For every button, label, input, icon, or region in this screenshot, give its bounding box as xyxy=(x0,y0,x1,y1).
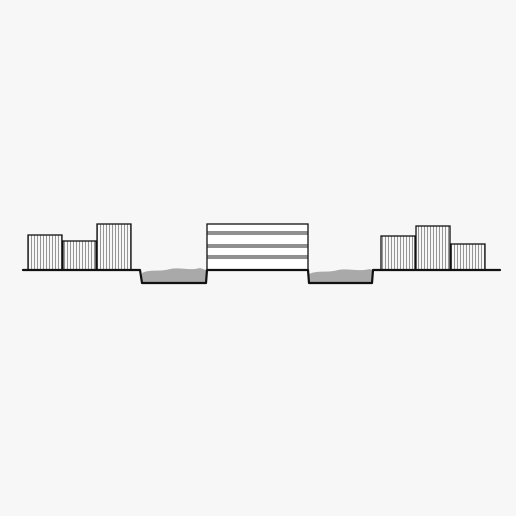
building-left-3 xyxy=(96,223,132,271)
building-right-1 xyxy=(380,235,416,271)
channel-right-water xyxy=(309,269,372,283)
storey-bands xyxy=(207,231,308,259)
ground-profile-line xyxy=(21,268,502,285)
channel-left-water xyxy=(142,268,206,282)
building-left-1 xyxy=(27,234,63,271)
building-left-2 xyxy=(62,240,97,271)
building-right-2 xyxy=(415,225,451,271)
central-block xyxy=(206,223,309,271)
building-right-3 xyxy=(450,243,486,271)
